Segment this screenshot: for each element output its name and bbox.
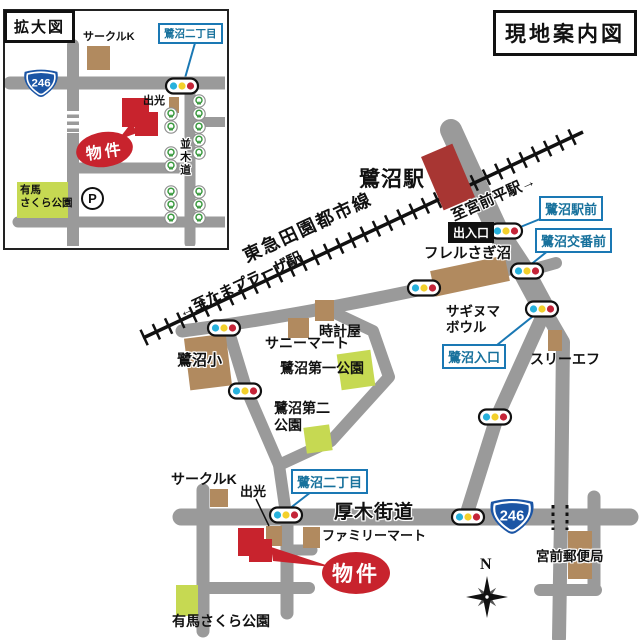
koban-front-callout[interactable]: 鷺沼交番前	[535, 228, 613, 253]
inset-idemitsu-label: 出光	[143, 95, 165, 107]
parks	[176, 349, 376, 616]
park2-label-2: 公園	[274, 417, 302, 433]
elementary-building	[183, 333, 233, 391]
route-246-shield: 246	[489, 497, 535, 535]
idemitsu-pointer-line	[255, 498, 270, 527]
inset-saginuma2chome-callout[interactable]: 鷺沼二丁目	[158, 23, 223, 44]
clockshop-road	[273, 300, 395, 520]
buildings	[183, 143, 592, 579]
inset-map-graphics: 246	[4, 39, 225, 246]
inset-circlek-label: サークルK	[83, 31, 135, 43]
traffic-signal-icon	[268, 506, 304, 524]
compass-north-label: N	[480, 556, 492, 573]
traffic-signal-icon	[524, 300, 560, 318]
frel-saginuma-label: フレルさぎ沼	[424, 246, 511, 262]
three-f-label: スリーエフ	[530, 351, 600, 367]
traffic-signal-icon	[227, 382, 263, 400]
east-vertical-road	[538, 304, 570, 640]
traffic-signal-icon	[488, 222, 524, 240]
station-front-callout[interactable]: 鷺沼駅前	[539, 196, 604, 221]
compass-rose-icon	[466, 576, 508, 618]
arima-park-area	[176, 585, 198, 616]
inset-route-246-label: 246	[31, 78, 50, 90]
park2-label-1: 鷺沼第二	[274, 400, 330, 416]
property-pointer	[271, 547, 332, 567]
inset-arima-label-1: 有馬	[20, 184, 41, 196]
postoffice-building	[568, 531, 592, 579]
saginuma-bowl-label-2: ボウル	[446, 320, 487, 335]
idemitsu-label: 出光	[240, 484, 267, 499]
arima-park-label: 有馬さくら公園	[172, 613, 270, 629]
saginuma-bowl-label-1: サギヌマ	[446, 304, 500, 319]
inset-route-246-shield: 246	[23, 68, 59, 98]
inset-border	[3, 9, 229, 250]
inset-arima-label-2: さくら公園	[20, 197, 73, 209]
sunnymart-building	[288, 318, 309, 338]
circlek-building	[210, 489, 228, 507]
inset-namiki-label: 並木道	[178, 138, 191, 177]
traffic-signal-icon	[509, 262, 545, 280]
inset-arima-park-area	[17, 182, 68, 218]
post-office-label: 宮前郵便局	[536, 549, 604, 564]
railway-line	[139, 124, 587, 346]
traffic-signal-icon	[206, 319, 242, 337]
traffic-signal-icon	[406, 279, 442, 297]
circle-k-label: サークルK	[171, 471, 237, 487]
inset-title: 拡大図	[4, 10, 76, 43]
frel-bowl-building	[430, 255, 510, 297]
inset-circlek-building	[87, 46, 110, 70]
station-building	[421, 143, 475, 211]
page-title: 現地案内図	[493, 10, 637, 56]
saginuma2chome-callout[interactable]: 鷺沼二丁目	[291, 469, 369, 494]
clockshop-building	[315, 300, 334, 321]
road-network	[172, 119, 639, 640]
saginuma-entrance-callout[interactable]: 鷺沼入口	[442, 344, 507, 369]
atsugi-kaido-label: 厚木街道	[334, 502, 415, 523]
clock-shop-label: 時計屋	[319, 323, 361, 339]
park1-area	[336, 349, 376, 391]
traffic-signal-icon	[477, 408, 513, 426]
familymart-building	[303, 527, 320, 548]
park1-label: 鷺沼第一公園	[280, 360, 364, 376]
route-246-label: 246	[500, 509, 525, 525]
parking-icon: P	[81, 187, 104, 210]
threef-building	[548, 330, 562, 351]
property-badge: 物件	[322, 552, 390, 594]
property-building	[238, 528, 272, 562]
elementary-label: 鷺沼小	[177, 352, 223, 369]
station-label: 鷺沼駅	[359, 168, 425, 191]
station-exit-label: 出入口	[448, 222, 495, 243]
sunny-mart-label: サニーマート	[265, 335, 349, 351]
family-mart-label: ファミリーマート	[322, 528, 427, 543]
park2-area	[303, 424, 333, 454]
traffic-signal-icon	[450, 508, 486, 526]
inset-idemitsu-building	[169, 97, 179, 113]
